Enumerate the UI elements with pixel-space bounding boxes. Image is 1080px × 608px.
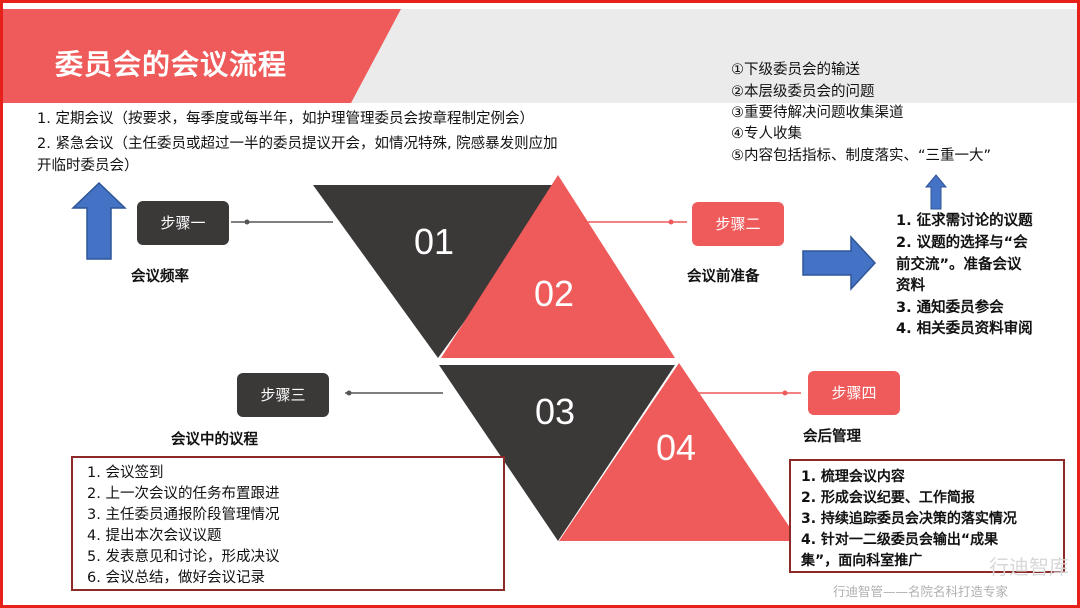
meeting-type-line: 2. 紧急会议（主任委员或超过一半的委员提议开会，如情况特殊, 院感暴发则应加 xyxy=(37,136,558,152)
connector-dot-step3 xyxy=(346,390,352,396)
connector-dot-step4 xyxy=(782,390,788,396)
agenda-source-line: ③重要待解决问题收集渠道 xyxy=(731,105,904,121)
post-item: 1. 梳理会议内容 xyxy=(801,469,905,485)
agenda-item: 2. 上一次会议的任务布置跟进 xyxy=(87,486,280,502)
small-up-arrow-icon xyxy=(924,174,948,210)
agenda-item: 6. 会议总结，做好会议记录 xyxy=(87,570,265,586)
step-one-box: 步骤一 xyxy=(137,201,229,245)
triangle-01 xyxy=(313,185,563,358)
step-two-caption: 会议前准备 xyxy=(687,269,760,285)
page-title: 委员会的会议流程 xyxy=(55,48,288,81)
watermark-tagline: 行迪智管——名院名科打造专家 xyxy=(833,584,1009,599)
triangle-04 xyxy=(559,363,799,541)
triangle-03 xyxy=(439,365,675,541)
post-item: 2. 形成会议纪要、工作简报 xyxy=(801,490,975,506)
title-band xyxy=(3,9,1077,103)
up-arrow-icon xyxy=(71,181,127,260)
post-item: 3. 持续追踪委员会决策的落实情况 xyxy=(801,511,1017,527)
agenda-item: 4. 提出本次会议议题 xyxy=(87,528,222,544)
connector-dot-step1 xyxy=(244,219,250,225)
agenda-item: 1. 会议签到 xyxy=(87,465,164,481)
step-one-caption: 会议频率 xyxy=(131,269,189,285)
step-number-03: 03 xyxy=(535,391,576,432)
preparation-item: 4. 相关委员资料审阅 xyxy=(896,321,1033,337)
right-arrow-icon xyxy=(802,235,877,291)
meeting-type-line: 开临时委员会） xyxy=(37,158,139,174)
flow-diagram xyxy=(71,174,948,541)
connector-dot-step2 xyxy=(668,219,674,225)
post-item: 4. 针对一二级委员会输出“成果 xyxy=(801,532,999,548)
agenda-item: 5. 发表意见和讨论，形成决议 xyxy=(87,549,280,565)
step-number-04: 04 xyxy=(656,427,697,468)
preparation-item: 前交流”。准备会议 xyxy=(896,257,1022,273)
triangle-02 xyxy=(441,175,675,358)
agenda-source-line: ④专人收集 xyxy=(731,126,802,142)
meeting-type-line: 1. 定期会议（按要求，每季度或每半年，如护理管理委员会按章程制定例会） xyxy=(37,111,534,127)
agenda-item: 3. 主任委员通报阶段管理情况 xyxy=(87,507,280,523)
preparation-item: 2. 议题的选择与“会 xyxy=(896,235,1028,251)
post-item: 集”，面向科室推广 xyxy=(801,553,923,569)
step-three-box: 步骤三 xyxy=(237,373,329,417)
watermark-logo: 行迪智库 xyxy=(989,555,1069,579)
title-band-red xyxy=(3,9,401,103)
step-four-box: 步骤四 xyxy=(808,371,900,415)
agenda-source-line: ①下级委员会的输送 xyxy=(731,62,860,78)
agenda-source-line: ⑤内容包括指标、制度落实、“三重一大” xyxy=(731,148,992,164)
preparation-item: 3. 通知委员参会 xyxy=(896,300,1004,316)
step-two-box: 步骤二 xyxy=(692,202,784,246)
agenda-source-line: ②本层级委员会的问题 xyxy=(731,84,875,100)
post-meeting-box: 1. 梳理会议内容 2. 形成会议纪要、工作简报 3. 持续追踪委员会决策的落实… xyxy=(789,459,1065,573)
step-number-01: 01 xyxy=(414,221,455,262)
step-three-caption: 会议中的议程 xyxy=(171,432,258,448)
agenda-box: 1. 会议签到 2. 上一次会议的任务布置跟进 3. 主任委员通报阶段管理情况 … xyxy=(71,456,505,591)
preparation-item: 1. 征求需讨论的议题 xyxy=(896,213,1033,229)
step-four-caption: 会后管理 xyxy=(803,429,861,445)
step-number-02: 02 xyxy=(534,273,575,314)
preparation-item: 资料 xyxy=(896,278,925,294)
